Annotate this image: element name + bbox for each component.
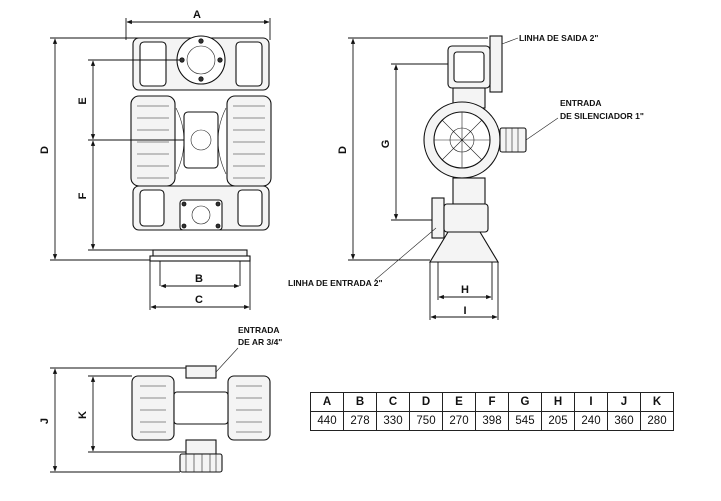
dim-label-i: I (463, 305, 466, 317)
table-value-cell: 280 (640, 411, 674, 431)
table-header-cell: A (310, 392, 344, 412)
callout-inlet-line: LINHA DE ENTRADA 2" (288, 278, 383, 288)
callout-outlet-line: LINHA DE SAIDA 2" (519, 33, 598, 43)
callout-air-inlet-1: ENTRADA (238, 325, 280, 335)
table-header-cell: B (343, 392, 377, 412)
table-header-cell: K (640, 392, 674, 412)
dim-label-k: K (77, 411, 89, 419)
bottom-view (50, 347, 271, 473)
table-value-cell: 240 (574, 411, 608, 431)
table-value-cell: 750 (409, 411, 443, 431)
table-header-cell: C (376, 392, 410, 412)
dim-label-h: H (461, 284, 469, 296)
table-header-cell: I (574, 392, 608, 412)
table-value-cell: 440 (310, 411, 344, 431)
table-value-cell: 360 (607, 411, 641, 431)
dim-label-d-side: D (337, 146, 349, 154)
dimensions-table: A B C D E F G H I J K 440 278 330 750 27… (310, 392, 674, 431)
table-header-cell: G (508, 392, 542, 412)
dim-label-f: F (77, 192, 89, 199)
table-header-cell: H (541, 392, 575, 412)
table-value-cell: 398 (475, 411, 509, 431)
table-header-cell: D (409, 392, 443, 412)
table-value-cell: 270 (442, 411, 476, 431)
callout-silencer-inlet-1: ENTRADA (560, 98, 602, 108)
table-value-cell: 545 (508, 411, 542, 431)
table-value-cell: 278 (343, 411, 377, 431)
dim-label-c: C (195, 294, 203, 306)
callout-silencer-inlet-2: DE SILENCIADOR 1" (560, 111, 644, 121)
dimensions-table-header-row: A B C D E F G H I J K (310, 392, 674, 412)
dimensions-table-value-row: 440 278 330 750 270 398 545 205 240 360 … (310, 411, 674, 431)
dim-label-g: G (380, 140, 392, 149)
dim-label-d-front: D (39, 146, 51, 154)
dim-label-a: A (193, 9, 201, 21)
table-header-cell: J (607, 392, 641, 412)
dim-label-j: J (39, 418, 51, 424)
table-header-cell: E (442, 392, 476, 412)
side-view (348, 35, 559, 320)
dim-label-b: B (195, 273, 203, 285)
dim-label-e: E (77, 97, 89, 104)
table-value-cell: 330 (376, 411, 410, 431)
table-value-cell: 205 (541, 411, 575, 431)
table-header-cell: F (475, 392, 509, 412)
callout-air-inlet-2: DE AR 3/4" (238, 337, 282, 347)
front-view (50, 18, 272, 310)
